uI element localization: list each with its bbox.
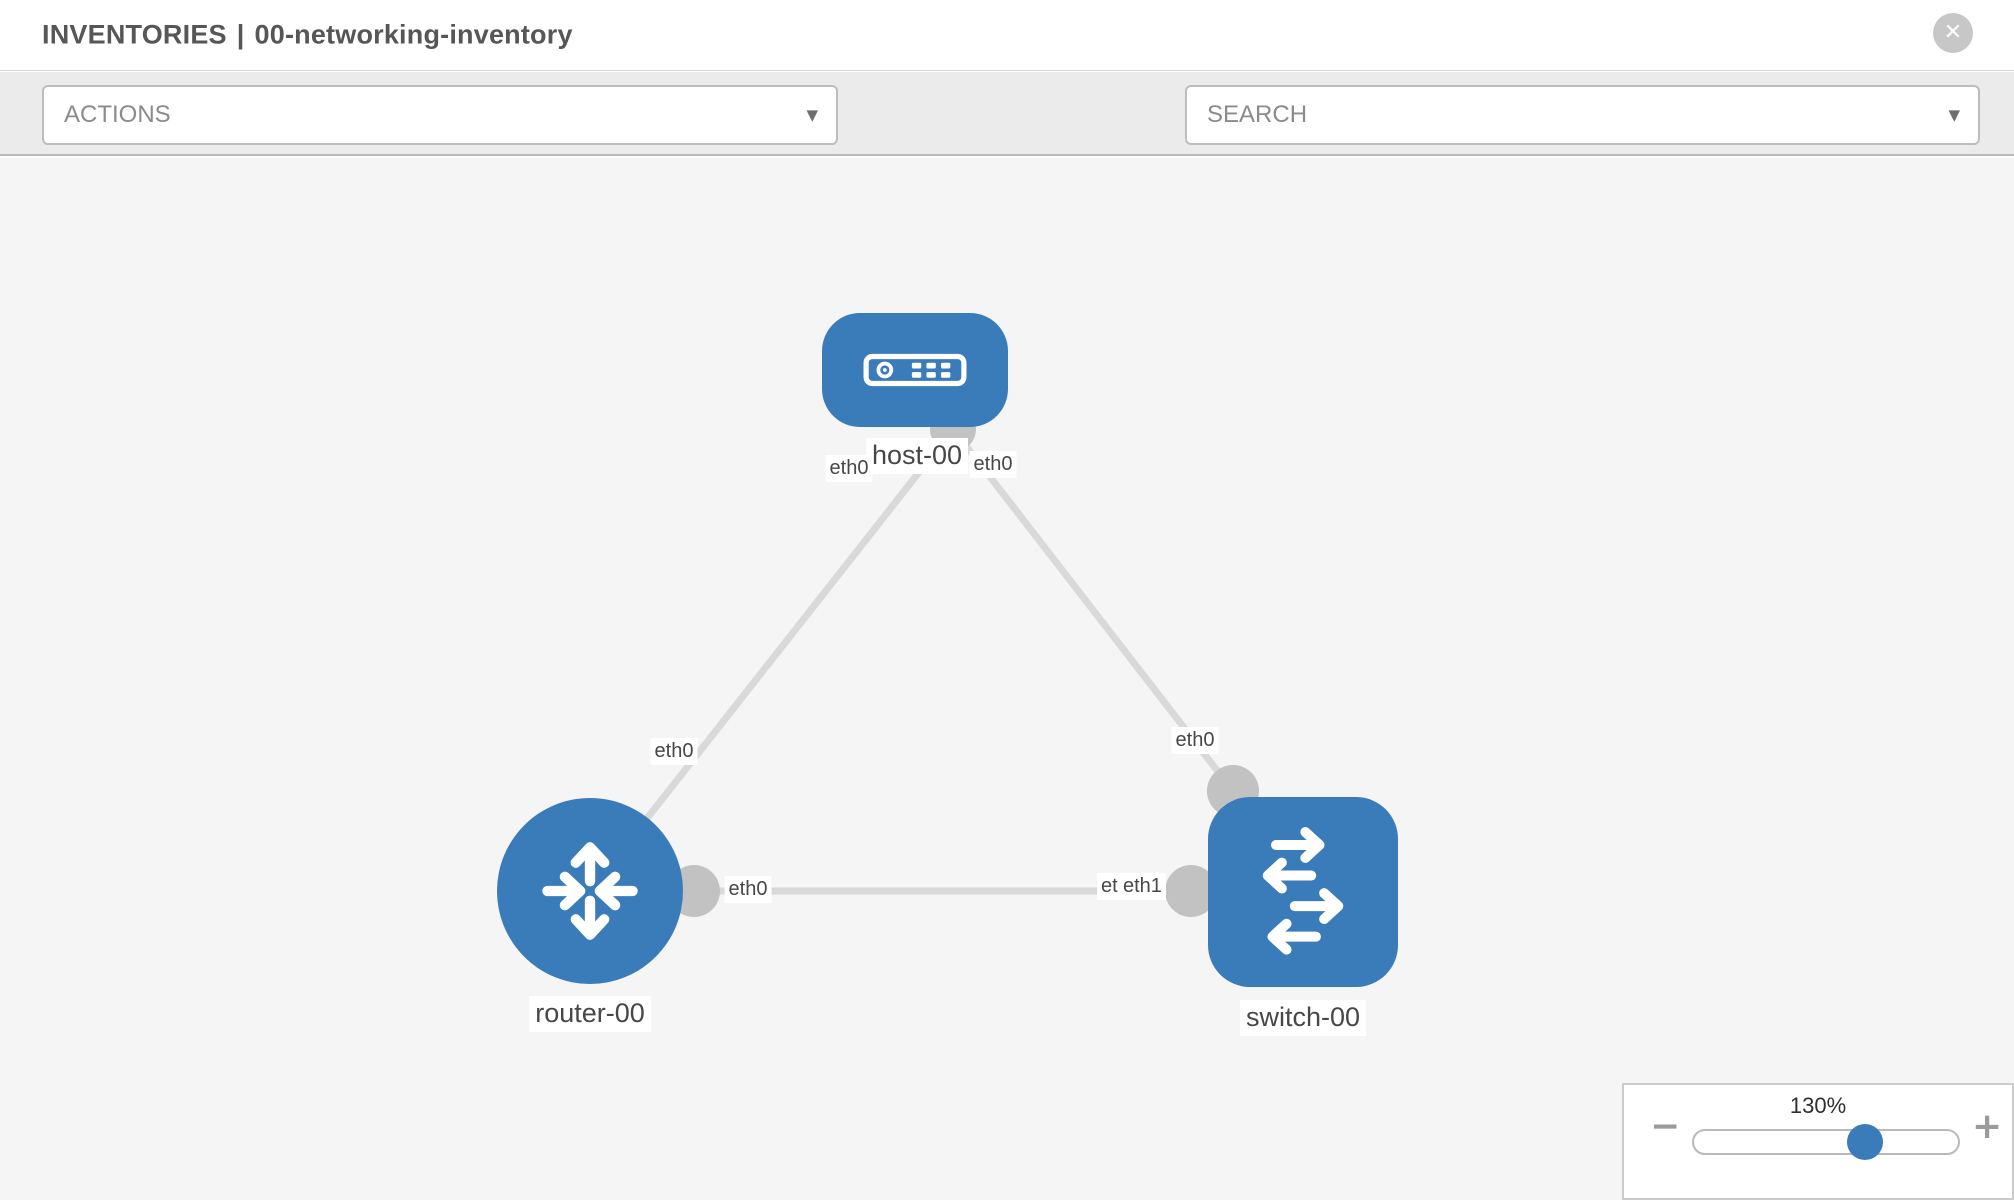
port-switch-left: [1165, 865, 1217, 917]
title-separator: |: [236, 19, 245, 50]
zoom-slider-handle[interactable]: [1847, 1124, 1883, 1160]
node-label-router: router-00: [529, 996, 651, 1032]
chevron-down-icon: ▼: [1948, 106, 1960, 124]
title-inventory-name: 00-networking-inventory: [254, 19, 573, 50]
zoom-out-button[interactable]: −: [1650, 1106, 1681, 1147]
router-icon: [542, 842, 638, 940]
search-dropdown[interactable]: SEARCH ▼: [1185, 85, 1980, 145]
node-label-host: host-00: [865, 438, 969, 474]
close-icon: ✕: [1943, 20, 1963, 45]
switch-icon: [1262, 827, 1344, 955]
edge-host-router: [587, 426, 956, 894]
topology-edges-layer: [587, 406, 1259, 917]
chevron-down-icon: ▼: [806, 106, 818, 124]
search-dropdown-label: SEARCH: [1207, 101, 1308, 128]
page-title: INVENTORIES | 00-networking-inventory: [42, 20, 573, 51]
topology-canvas[interactable]: host-00 router-00 switch-00 eth0 eth0 et…: [0, 158, 2014, 1200]
title-section: INVENTORIES: [42, 19, 227, 50]
zoom-in-button[interactable]: +: [1972, 1106, 2003, 1147]
interface-label: eth0: [650, 738, 698, 765]
interface-label: eth0: [724, 876, 772, 903]
close-button[interactable]: ✕: [1933, 13, 1973, 53]
actions-dropdown-label: ACTIONS: [64, 101, 171, 128]
zoom-slider-track[interactable]: [1692, 1129, 1960, 1155]
node-label-switch: switch-00: [1239, 1000, 1367, 1036]
node-switch-00[interactable]: [1208, 797, 1398, 987]
interface-label: eth0: [825, 455, 873, 482]
node-router-00[interactable]: [497, 798, 683, 984]
interface-label: eth1: [1119, 873, 1166, 900]
zoom-level-label: 130%: [1789, 1093, 1847, 1118]
panel-header: INVENTORIES | 00-networking-inventory ✕: [0, 0, 2014, 71]
interface-label: eth0: [969, 451, 1017, 478]
host-icon: [863, 353, 967, 387]
node-host-00[interactable]: [822, 313, 1008, 427]
actions-dropdown[interactable]: ACTIONS ▼: [42, 85, 838, 145]
interface-label: eth0: [1171, 727, 1219, 754]
toolbar: ACTIONS ▼ SEARCH ▼: [0, 72, 2014, 203]
zoom-panel: 130% − +: [1622, 1083, 2014, 1200]
